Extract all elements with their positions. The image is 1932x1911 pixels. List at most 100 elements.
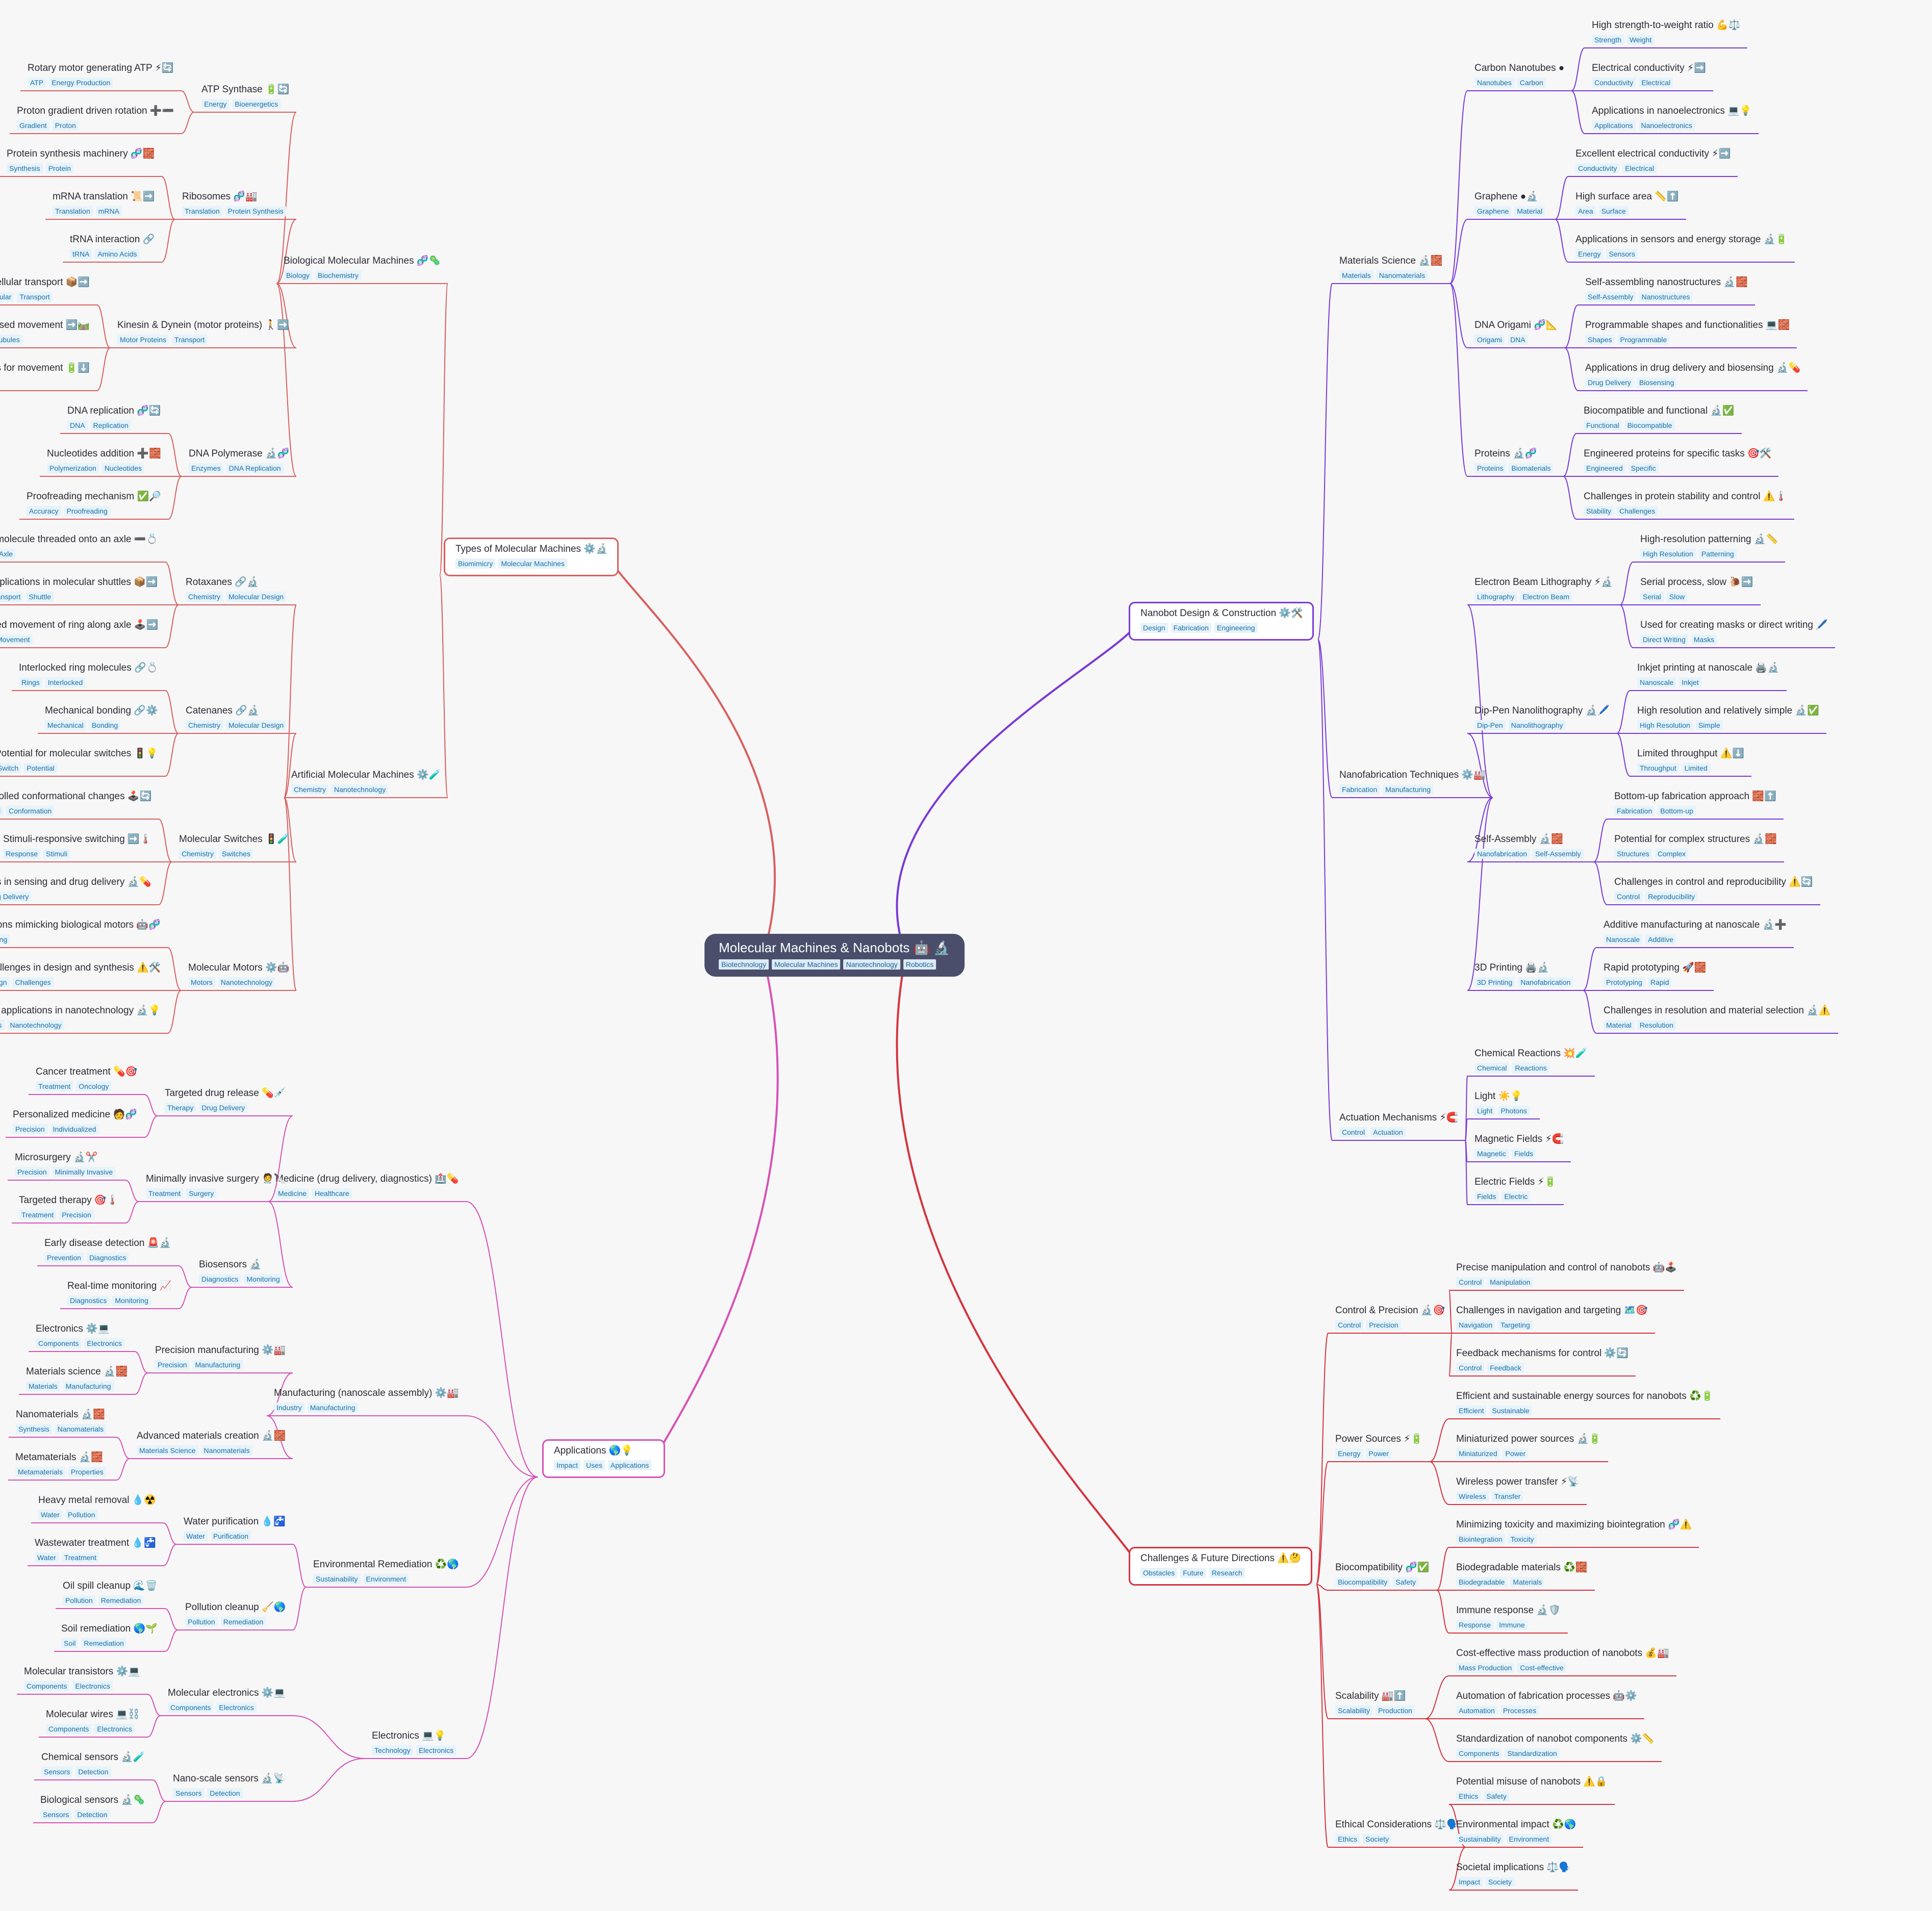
leaf-applications-in-nanoelectronics[interactable]: Applications in nanoelectronics 💻💡Applic… [1592,106,1751,134]
leaf-challenges-in-protein-stability-and-cont[interactable]: Challenges in protein stability and cont… [1584,492,1787,519]
leaf-challenges-in-design-and-synthesis[interactable]: Challenges in design and synthesis ⚠️🛠️D… [0,963,161,990]
leaf-additive-manufacturing-at-nanoscale[interactable]: Additive manufacturing at nanoscale 🔬➕Na… [1604,920,1787,948]
leaf-stimuli-responsive-switching[interactable]: Stimuli-responsive switching ➡️🌡️Respons… [3,834,151,862]
subtopic-challenges-in-navigation-and-targeting[interactable]: Challenges in navigation and targeting 🗺… [1456,1306,1648,1333]
subtopic-automation-of-fabrication-processes[interactable]: Automation of fabrication processes 🤖⚙️A… [1456,1691,1637,1719]
leaf-ring-molecule-threaded-onto-an-axle[interactable]: Ring molecule threaded onto an axle ➖💍Ri… [0,534,158,562]
leaf-challenges-in-control-and-reproducibilit[interactable]: Challenges in control and reproducibilit… [1614,877,1813,905]
leaf-applications-in-sensors-and-energy-stora[interactable]: Applications in sensors and energy stora… [1575,235,1788,262]
leaf-artificial-versions-mimicking-biological[interactable]: Artificial versions mimicking biological… [0,920,161,948]
topic-manufacturing-nanoscale-assembly[interactable]: Manufacturing (nanoscale assembly) ⚙️🏭In… [274,1388,459,1416]
leaf-used-for-creating-masks-or-direct-writin[interactable]: Used for creating masks or direct writin… [1640,620,1828,648]
topic-medicine-drug-delivery-diagnostics[interactable]: Medicine (drug delivery, diagnostics) 🏥💊… [275,1174,459,1202]
subtopic-kinesin-dynein-motor-proteins[interactable]: Kinesin & Dynein (motor proteins) 🚶➡️Mot… [117,320,289,348]
leaf-controlled-conformational-changes[interactable]: Controlled conformational changes 🕹️🔄Con… [0,792,151,819]
leaf-programmable-shapes-and-functionalities[interactable]: Programmable shapes and functionalities … [1585,320,1790,348]
leaf-proton-gradient-driven-rotation[interactable]: Proton gradient driven rotation ➕➖Gradie… [17,106,174,134]
subtopic-advanced-materials-creation[interactable]: Advanced materials creation 🔬🧱Materials … [137,1431,286,1459]
subtopic-minimally-invasive-surgery[interactable]: Minimally invasive surgery 🧑‍⚕️🔪Treatmen… [146,1174,286,1202]
leaf-microtubule-based-movement[interactable]: Microtubule-based movement ➡️🛤️MovementM… [0,320,90,348]
subtopic-biodegradable-materials[interactable]: Biodegradable materials ♻️🧱Biodegradable… [1456,1563,1588,1590]
leaf-inkjet-printing-at-nanoscale[interactable]: Inkjet printing at nanoscale 🖨️🔬Nanoscal… [1637,663,1780,691]
leaf-potential-for-complex-structures[interactable]: Potential for complex structures 🔬🧱Struc… [1614,834,1777,862]
leaf-atp-hydrolysis-for-movement[interactable]: ATP hydrolysis for movement 🔋⬇️Hydrolysi… [0,363,90,391]
subtopic-minimizing-toxicity-and-maximizing-bioin[interactable]: Minimizing toxicity and maximizing bioin… [1456,1520,1692,1547]
subtopic-cost-effective-mass-production-of-nanobo[interactable]: Cost-effective mass production of nanobo… [1456,1648,1669,1676]
leaf-high-resolution-patterning[interactable]: High-resolution patterning 🔬📏High Resolu… [1640,534,1778,562]
subtopic-feedback-mechanisms-for-control[interactable]: Feedback mechanisms for control ⚙️🔄Contr… [1456,1348,1629,1376]
subtopic-precise-manipulation-and-control-of-nano[interactable]: Precise manipulation and control of nano… [1456,1263,1677,1290]
leaf-challenges-in-resolution-and-material-se[interactable]: Challenges in resolution and material se… [1604,1006,1831,1033]
leaf-bottom-up-fabrication-approach[interactable]: Bottom-up fabrication approach 🧱⬆️Fabric… [1614,792,1776,819]
leaf-potential-for-molecular-switches[interactable]: Potential for molecular switches 🚦💡Switc… [0,749,158,776]
leaf-applications-in-molecular-shuttles[interactable]: Applications in molecular shuttles 📦➡️Tr… [0,577,158,605]
leaf-applications-in-drug-delivery-and-biosen[interactable]: Applications in drug delivery and biosen… [1585,363,1800,391]
leaf-excellent-electrical-conductivity[interactable]: Excellent electrical conductivity ⚡➡️Con… [1575,149,1731,176]
leaf-potential-applications-in-nanotechnology[interactable]: Potential applications in nanotechnology… [0,1006,161,1033]
topic-nanofabrication-techniques[interactable]: Nanofabrication Techniques ⚙️🏭Fabricatio… [1339,770,1486,798]
branch-challenges[interactable]: Challenges & Future Directions ⚠️🤔Obstac… [1129,1547,1312,1586]
leaf-high-strength-to-weight-ratio[interactable]: High strength-to-weight ratio 💪⚖️Strengt… [1592,20,1740,48]
leaf-intracellular-transport[interactable]: Intracellular transport 📦➡️Intracellular… [0,277,90,305]
subtopic-standardization-of-nanobot-components[interactable]: Standardization of nanobot components ⚙️… [1456,1734,1655,1762]
branch-design[interactable]: Nanobot Design & Construction ⚙️🛠️Design… [1129,602,1314,641]
leaf-biocompatible-and-functional[interactable]: Biocompatible and functional 🔬✅Functiona… [1584,406,1735,434]
leaf-high-resolution-and-relatively-simple[interactable]: High resolution and relatively simple 🔬✅… [1637,706,1819,733]
subtopic-efficient-and-sustainable-energy-sources[interactable]: Efficient and sustainable energy sources… [1456,1391,1713,1419]
